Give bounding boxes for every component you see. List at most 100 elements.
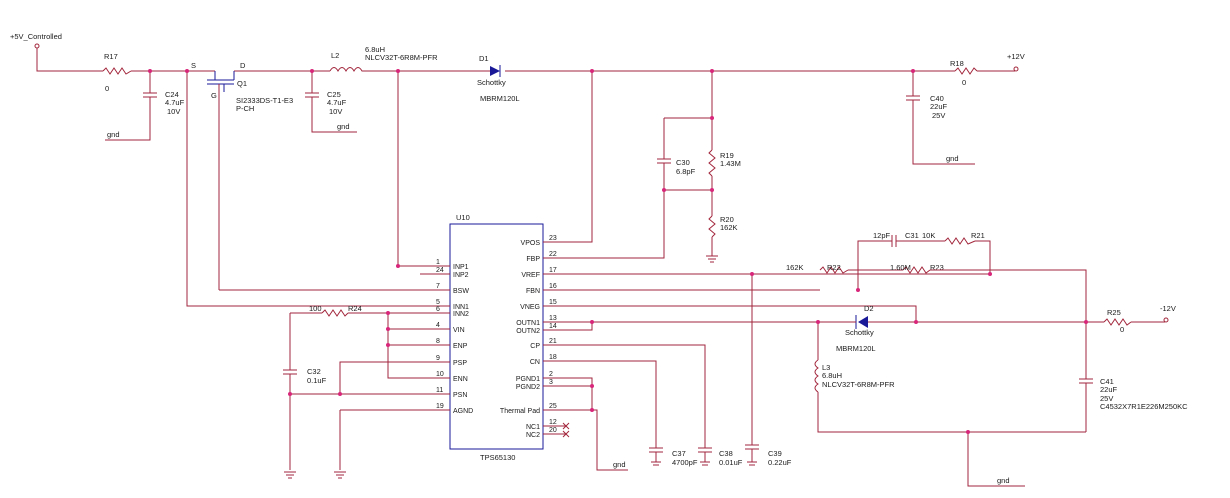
u10-pin-name: INN1	[453, 304, 469, 311]
u10-pin-number: 17	[549, 267, 557, 274]
l3-val: 6.8uH	[822, 371, 842, 380]
c41-part: C4532X7R1E226M250KC	[1100, 402, 1188, 411]
c39-capacitor: C39 0.22uF	[745, 444, 792, 467]
u10-pin-name: OUTN1	[516, 320, 540, 327]
c41-capacitor: C41 22uF 25V C4532X7R1E226M250KC	[1079, 322, 1188, 432]
u10-pin-number: 11	[436, 387, 443, 394]
r25-val: 0	[1120, 325, 1124, 334]
d2-part: MBRM120L	[836, 344, 876, 353]
d1-diode: D1 Schottky MBRM120L	[477, 54, 520, 103]
u10-pin-number: 20	[549, 427, 557, 434]
ground-symbol-agnd	[334, 471, 346, 479]
u10-left-pins: 1INP124INP27BSW5INN16INN24VIN8ENP9PSP10E…	[420, 259, 473, 415]
r20-ref: R20	[720, 215, 734, 224]
q1-type: P-CH	[236, 104, 254, 113]
c24-capacitor: C24 4.7uF 10V gnd	[105, 71, 185, 141]
c25-capacitor: C25 4.7uF 10V gnd	[305, 71, 357, 133]
r18-ref: R18	[950, 59, 964, 68]
u10-pin-name: INP1	[453, 264, 469, 271]
l3-part: NLCV32T-6R8M-PFR	[822, 380, 895, 389]
u10-pin-name: INP2	[453, 272, 469, 279]
c31-ref: C31	[905, 231, 919, 240]
u10-pin-name: FBP	[526, 256, 540, 263]
r23-ref: R23	[930, 263, 944, 272]
c40-capacitor: C40 22uF 25V gnd	[906, 71, 975, 165]
r24-resistor: 100 R24	[290, 304, 450, 317]
r25-ref: R25	[1107, 308, 1121, 317]
u10-pin-name: OUTN2	[516, 328, 540, 335]
c25-val: 4.7uF	[327, 98, 347, 107]
c24-ref: C24	[165, 90, 179, 99]
u10-pin-name: PSP	[453, 360, 467, 367]
r21-val: 10K	[922, 231, 935, 240]
d1-ref: D1	[479, 54, 489, 63]
u10-pin-name: VNEG	[520, 304, 540, 311]
c40-val: 22uF	[930, 102, 948, 111]
c24-val: 4.7uF	[165, 98, 185, 107]
u10-pin-name: ENP	[453, 343, 468, 350]
u10-pin-name: VREF	[521, 272, 540, 279]
u10-pin-number: 3	[549, 379, 553, 386]
r22-ref: R22	[827, 263, 841, 272]
u10-pin-name: AGND	[453, 408, 473, 415]
q1-d-label: D	[240, 61, 246, 70]
c32-val: 0.1uF	[307, 376, 327, 385]
u10-pin-number: 4	[436, 322, 440, 329]
u10-pin-number: 16	[549, 283, 557, 290]
u10-pin-number: 21	[549, 338, 557, 345]
net-m12v-terminal	[1163, 317, 1169, 323]
q1-part: SI2333DS-T1-E3	[236, 96, 293, 105]
u10-pin-number: 25	[549, 403, 557, 410]
r25-resistor: R25 0 -12V	[1103, 304, 1176, 334]
u10-pin-name: NC1	[526, 424, 540, 431]
u10-pin-name: BSW	[453, 288, 469, 295]
c41-volt: 25V	[1100, 394, 1113, 403]
c38-val: 0.01uF	[719, 458, 743, 467]
c25-volt: 10V	[329, 107, 342, 116]
u10-pin-name: INN2	[453, 311, 469, 318]
u10-pin-number: 23	[549, 235, 557, 242]
u10-ic: U10 TPS65130	[449, 213, 544, 462]
u10-pin-number: 13	[549, 315, 557, 322]
top-rail-wires	[34, 43, 1019, 72]
l2-val: 6.8uH	[365, 45, 385, 54]
l3-ref: L3	[822, 363, 830, 372]
net-5v-terminal	[34, 43, 40, 49]
d2-type: Schottky	[845, 328, 874, 337]
u10-pin-number: 15	[549, 299, 557, 306]
c31-capacitor: 12pF C31	[857, 231, 945, 290]
u10-pin-name: FBN	[526, 288, 540, 295]
r22-val: 162K	[786, 263, 804, 272]
u10-pin-name: CP	[530, 343, 540, 350]
r20-val: 162K	[720, 223, 738, 232]
u10-ref: U10	[456, 213, 470, 222]
u10-pin-name: PGND1	[516, 376, 540, 383]
u10-pin-number: 10	[436, 371, 444, 378]
r22-resistor: 162K R22	[786, 263, 849, 274]
r21-resistor: R21 10K	[922, 231, 985, 245]
c32-capacitor: C32 0.1uF	[283, 367, 327, 470]
u10-pin-number: 8	[436, 338, 440, 345]
net-12v-label: +12V	[1007, 52, 1025, 61]
u10-pin-number: 7	[436, 283, 440, 290]
c38-ref: C38	[719, 449, 733, 458]
u10-part: TPS65130	[480, 453, 515, 462]
c30-ref: C30	[676, 158, 690, 167]
c40-ref: C40	[930, 94, 944, 103]
c41-ref: C41	[1100, 377, 1114, 386]
c32-ref: C32	[307, 367, 321, 376]
u10-pin-name: Thermal Pad	[500, 408, 540, 415]
c40-volt: 25V	[932, 111, 945, 120]
u10-pin-name: VIN	[453, 327, 465, 334]
c37-ref: C37	[672, 449, 686, 458]
q1-s-label: S	[191, 61, 196, 70]
net-m12v-label: -12V	[1160, 304, 1176, 313]
r17-resistor: R17 0	[102, 52, 132, 93]
u10-pin-number: 24	[436, 267, 444, 274]
q1-g-label: G	[211, 91, 217, 100]
r24-ref: R24	[348, 304, 362, 313]
u10-pin-number: 19	[436, 403, 444, 410]
r19-val: 1.43M	[720, 159, 741, 168]
d1-type: Schottky	[477, 78, 506, 87]
